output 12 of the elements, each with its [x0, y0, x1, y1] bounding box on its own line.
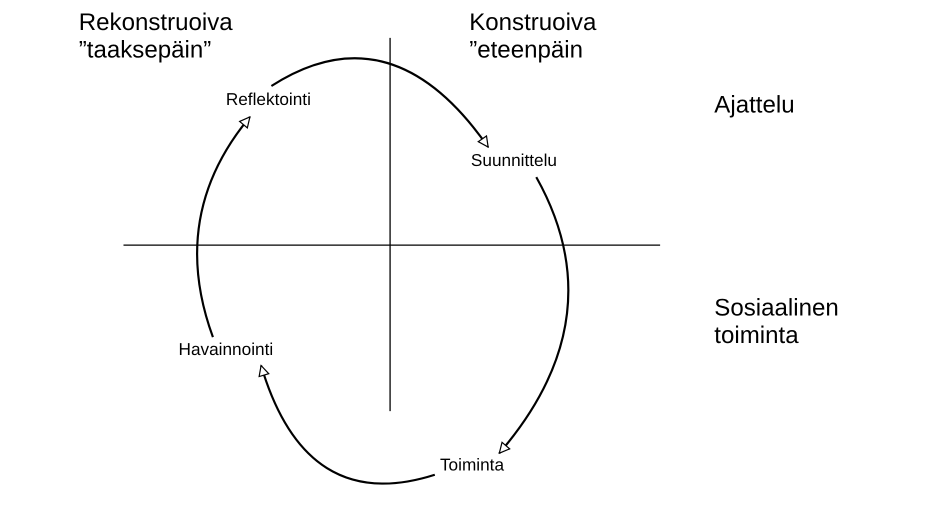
stage-label: Toiminta	[436, 454, 508, 478]
stage-label: Reflektointi	[222, 88, 315, 112]
curved-arrow	[498, 176, 570, 454]
axis-caption: Rekonstruoiva ”taaksepäin”	[79, 8, 234, 64]
stage-label: Suunnittelu	[468, 150, 561, 173]
curved-arrow	[259, 364, 436, 484]
axis-caption: Sosiaalinen toiminta	[714, 294, 840, 350]
axis-caption: Ajattelu	[714, 91, 796, 119]
stage-label: Havainnointi	[175, 338, 277, 362]
axis-caption: Konstruoiva ”eteenpäin	[470, 8, 598, 64]
curved-arrow	[196, 116, 252, 338]
curved-arrow	[271, 57, 490, 148]
